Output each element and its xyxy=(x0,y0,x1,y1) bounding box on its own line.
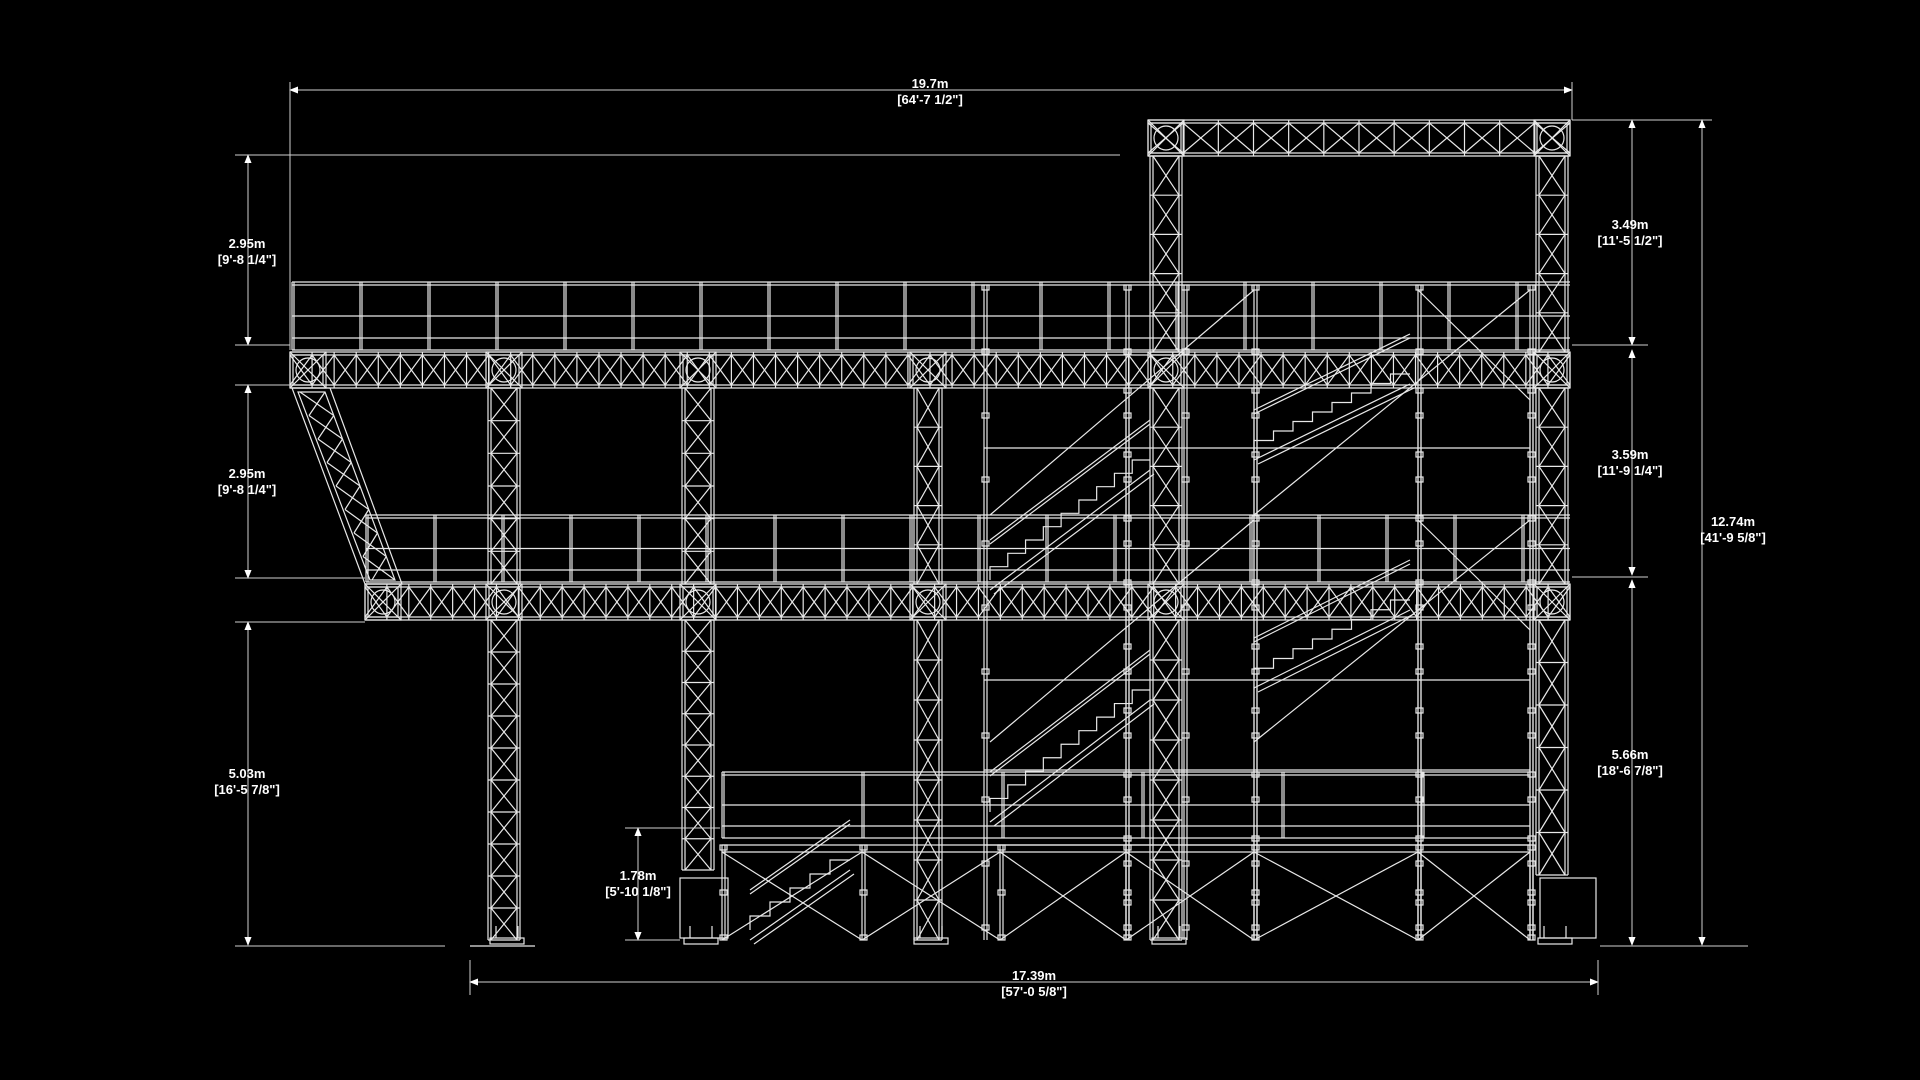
overall-height-imperial: [41'-9 5/8"] xyxy=(1700,530,1766,545)
overall-height-metric: 12.74m xyxy=(1711,514,1755,529)
left-mid-height-imperial: [9'-8 1/4"] xyxy=(218,482,276,497)
base-width-imperial: [57'-0 5/8"] xyxy=(1001,984,1067,999)
right-mid-height-metric: 3.59m xyxy=(1612,447,1649,462)
right-bottom-height-metric: 5.66m xyxy=(1612,747,1649,762)
dimension-labels: 19.7m [64'-7 1/2"] 17.39m [57'-0 5/8"] 2… xyxy=(214,76,1766,999)
dimension-lines xyxy=(235,82,1748,995)
right-bottom-height-imperial: [18'-6 7/8"] xyxy=(1597,763,1663,778)
right-top-height-metric: 3.49m xyxy=(1612,217,1649,232)
overall-width-metric: 19.7m xyxy=(912,76,949,91)
base-width-metric: 17.39m xyxy=(1012,968,1056,983)
left-mid-height-metric: 2.95m xyxy=(229,466,266,481)
stage-height-imperial: [5'-10 1/8"] xyxy=(605,884,671,899)
overall-width-imperial: [64'-7 1/2"] xyxy=(897,92,963,107)
left-top-height-metric: 2.95m xyxy=(229,236,266,251)
left-bottom-height-imperial: [16'-5 7/8"] xyxy=(214,782,280,797)
left-top-height-imperial: [9'-8 1/4"] xyxy=(218,252,276,267)
right-top-height-imperial: [11'-5 1/2"] xyxy=(1598,233,1663,248)
scaffold-structure xyxy=(289,119,1597,947)
stage-height-metric: 1.78m xyxy=(620,868,657,883)
left-bottom-height-metric: 5.03m xyxy=(229,766,266,781)
right-mid-height-imperial: [11'-9 1/4"] xyxy=(1598,463,1663,478)
